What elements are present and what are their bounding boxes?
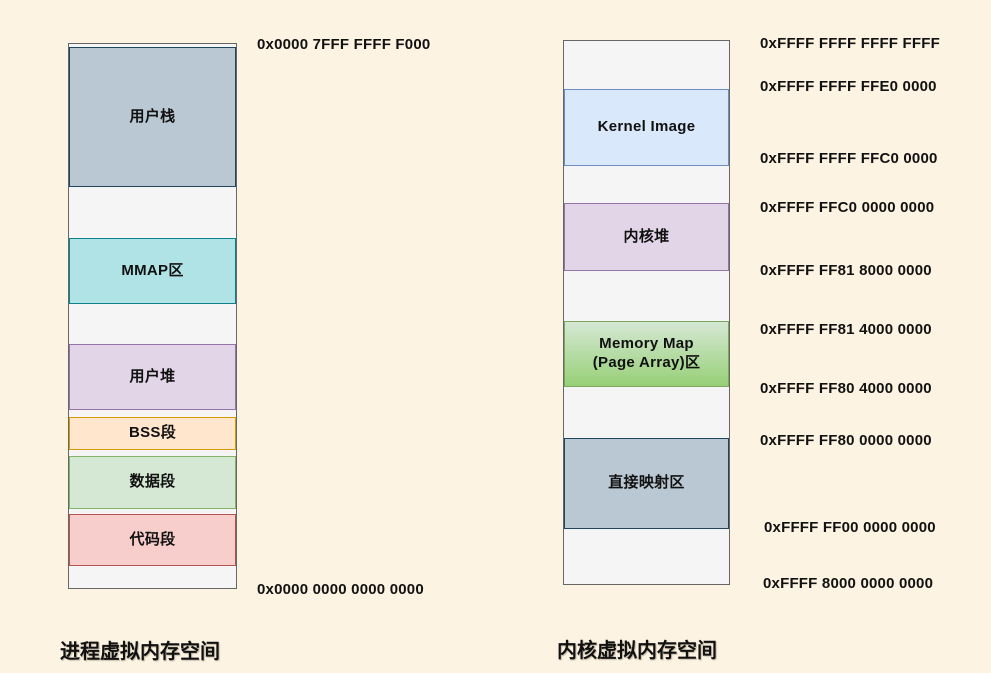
segment-code: 代码段 xyxy=(69,514,236,566)
segment-memory-map-label-line1: Memory Map xyxy=(599,335,694,353)
address-label-kernel-3: 0xFFFF FFC0 0000 0000 xyxy=(760,199,935,216)
address-label-kernel-0: 0xFFFF FFFF FFFF FFFF xyxy=(760,35,940,52)
address-label-process-bottom: 0x0000 0000 0000 0000 xyxy=(257,581,424,598)
address-label-process-top: 0x0000 7FFF FFFF F000 xyxy=(257,36,431,53)
segment-kernel-image-label: Kernel Image xyxy=(597,118,696,136)
segment-bss: BSS段 xyxy=(69,417,236,450)
segment-user-stack: 用户栈 xyxy=(69,47,236,187)
segment-user-heap: 用户堆 xyxy=(69,344,236,410)
address-label-kernel-9: 0xFFFF 8000 0000 0000 xyxy=(763,575,934,592)
segment-direct-mapping-label: 直接映射区 xyxy=(608,474,685,492)
address-label-kernel-1: 0xFFFF FFFF FFE0 0000 xyxy=(760,78,937,95)
address-label-kernel-2: 0xFFFF FFFF FFC0 0000 xyxy=(760,150,938,167)
kernel-caption: 内核虚拟内存空间 xyxy=(557,640,717,662)
segment-user-stack-label: 用户栈 xyxy=(129,107,176,125)
segment-mmap: MMAP区 xyxy=(69,238,236,304)
segment-memory-map-label-line2: (Page Array)区 xyxy=(592,354,701,371)
kernel-address-space-column: Kernel Image 内核堆 Memory Map (Page Array)… xyxy=(563,40,730,585)
segment-code-label: 代码段 xyxy=(129,530,176,548)
process-address-space-column: 用户栈 MMAP区 用户堆 BSS段 数据段 代码段 xyxy=(68,43,237,589)
segment-kernel-heap-label: 内核堆 xyxy=(623,227,670,245)
segment-data: 数据段 xyxy=(69,456,236,509)
address-label-kernel-5: 0xFFFF FF81 4000 0000 xyxy=(760,321,932,338)
address-label-kernel-6: 0xFFFF FF80 4000 0000 xyxy=(760,380,932,397)
segment-data-label: 数据段 xyxy=(129,473,176,491)
segment-bss-label: BSS段 xyxy=(128,424,177,442)
segment-memory-map: Memory Map (Page Array)区 xyxy=(564,321,729,387)
segment-kernel-image: Kernel Image xyxy=(564,89,729,166)
address-label-kernel-8: 0xFFFF FF00 0000 0000 xyxy=(764,519,936,536)
address-label-kernel-7: 0xFFFF FF80 0000 0000 xyxy=(760,432,932,449)
address-label-kernel-4: 0xFFFF FF81 8000 0000 xyxy=(760,262,932,279)
segment-direct-mapping: 直接映射区 xyxy=(564,438,729,529)
segment-user-heap-label: 用户堆 xyxy=(129,367,176,385)
segment-kernel-heap: 内核堆 xyxy=(564,203,729,271)
segment-mmap-label: MMAP区 xyxy=(121,261,184,279)
process-caption: 进程虚拟内存空间 xyxy=(60,641,220,663)
